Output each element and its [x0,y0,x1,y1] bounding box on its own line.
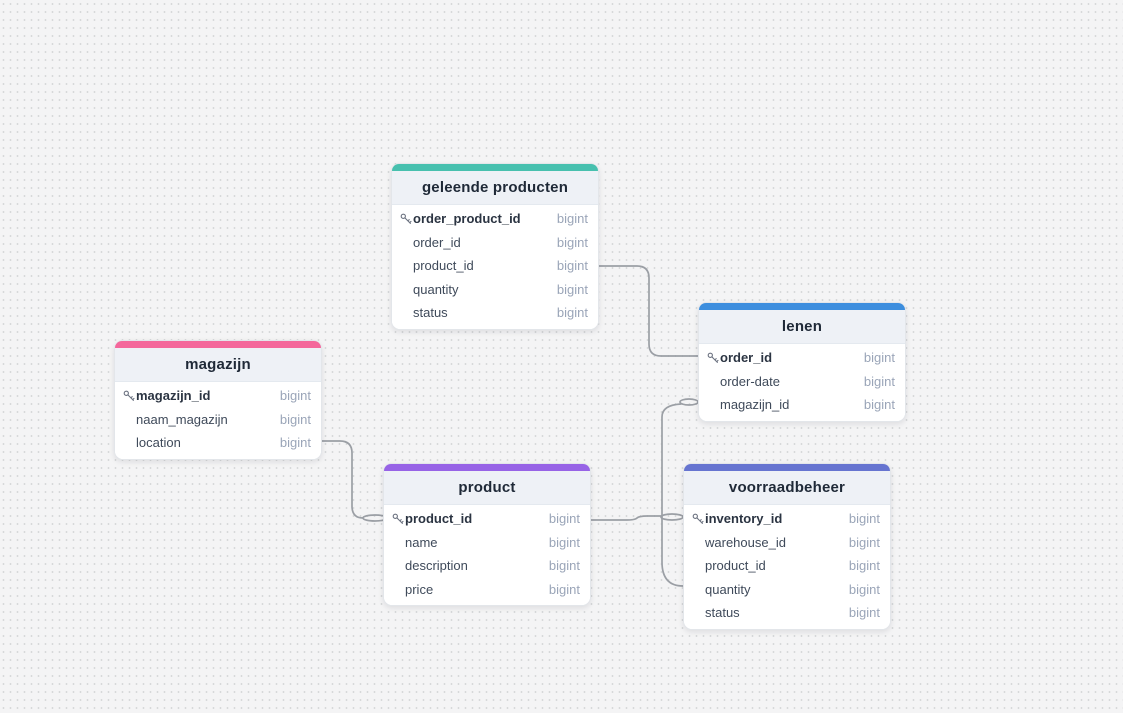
field-type: bigint [548,581,580,597]
relationship-line-geleende-producten-to-lenen[interactable] [598,265,699,357]
field-type: bigint [548,558,580,574]
field-type: bigint [548,511,580,527]
field-name: order_product_id [413,211,521,227]
field-row[interactable]: warehouse_id bigint [684,531,890,555]
field-type: bigint [279,435,311,451]
table-rows: magazijn_id bigint naam_magazijn bigint … [115,382,321,459]
primary-key-icon [123,390,136,402]
table-geleende-producten[interactable]: geleende producten order_product_id bigi… [391,163,599,330]
table-accent-strip [699,303,905,310]
field-name: description [405,558,468,574]
field-row[interactable]: quantity bigint [392,278,598,302]
table-title: magazijn [185,356,251,373]
field-name: status [705,605,740,621]
field-name: warehouse_id [705,534,786,550]
field-row[interactable]: order_id bigint [699,346,905,370]
field-row[interactable]: naam_magazijn bigint [115,408,321,432]
field-name: magazijn_id [720,397,790,413]
field-name: product_id [705,558,766,574]
field-row[interactable]: name bigint [384,531,590,555]
table-lenen[interactable]: lenen order_id bigint order-date bigint [698,302,906,422]
field-type: bigint [556,234,588,250]
relationship-line-product-to-voorraadbeheer[interactable] [590,515,662,521]
field-name: inventory_id [705,511,783,527]
field-name: location [136,435,181,451]
field-row[interactable]: product_id bigint [392,254,598,278]
table-magazijn[interactable]: magazijn magazijn_id bigint naam_magazij… [114,340,322,460]
relationship-loop-lenen-to-voorraadbeheer[interactable] [679,398,699,406]
table-title: lenen [781,318,823,335]
field-name: status [413,305,448,321]
field-name: quantity [705,581,751,597]
field-name: order_id [413,234,461,250]
relationship-line-lenen-to-voorraadbeheer[interactable] [661,403,684,587]
field-row[interactable]: magazijn_id bigint [115,384,321,408]
field-name: product_id [413,258,474,274]
field-row[interactable]: quantity bigint [684,578,890,602]
table-title: geleende producten [421,179,569,196]
table-title: voorraadbeheer [728,479,846,496]
field-row[interactable]: inventory_id bigint [684,507,890,531]
primary-key-icon [400,213,413,225]
table-accent-strip [115,341,321,348]
field-type: bigint [556,305,588,321]
field-name: order_id [720,350,773,366]
primary-key-icon [692,513,705,525]
field-name: magazijn_id [136,388,211,404]
field-row[interactable]: price bigint [384,578,590,602]
field-type: bigint [863,373,895,389]
field-type: bigint [848,534,880,550]
field-type: bigint [556,281,588,297]
table-header[interactable]: geleende producten [392,171,598,205]
table-accent-strip [684,464,890,471]
table-accent-strip [384,464,590,471]
table-rows: inventory_id bigint warehouse_id bigint … [684,505,890,629]
field-type: bigint [863,350,895,366]
field-name: order-date [720,373,780,389]
table-header[interactable]: magazijn [115,348,321,382]
field-name: name [405,534,438,550]
table-header[interactable]: voorraadbeheer [684,471,890,505]
field-type: bigint [279,411,311,427]
field-row[interactable]: product_id bigint [384,507,590,531]
field-type: bigint [279,388,311,404]
field-name: product_id [405,511,473,527]
field-row[interactable]: location bigint [115,431,321,455]
field-row[interactable]: product_id bigint [684,554,890,578]
field-name: quantity [413,281,459,297]
table-voorraadbeheer[interactable]: voorraadbeheer inventory_id bigint wareh… [683,463,891,630]
table-title: product [458,479,516,496]
field-type: bigint [848,511,880,527]
primary-key-icon [392,513,405,525]
field-name: price [405,581,434,597]
field-type: bigint [548,534,580,550]
field-row[interactable]: magazijn_id bigint [699,393,905,417]
table-rows: order_id bigint order-date bigint magazi… [699,344,905,421]
table-product[interactable]: product product_id bigint name bigint [383,463,591,606]
relationship-line-magazijn-to-product[interactable] [320,440,364,519]
table-rows: product_id bigint name bigint descriptio… [384,505,590,605]
field-name: naam_magazijn [136,411,228,427]
field-type: bigint [848,605,880,621]
field-row[interactable]: order_id bigint [392,231,598,255]
table-rows: order_product_id bigint order_id bigint … [392,205,598,329]
field-type: bigint [848,581,880,597]
relationship-loop-product-to-voorraadbeheer[interactable] [660,513,684,521]
field-row[interactable]: order-date bigint [699,370,905,394]
field-row[interactable]: status bigint [684,601,890,625]
table-accent-strip [392,164,598,171]
field-type: bigint [863,397,895,413]
primary-key-icon [707,352,720,364]
field-type: bigint [848,558,880,574]
field-row[interactable]: status bigint [392,301,598,325]
field-type: bigint [556,258,588,274]
table-header[interactable]: lenen [699,310,905,344]
field-row[interactable]: description bigint [384,554,590,578]
field-row[interactable]: order_product_id bigint [392,207,598,231]
field-type: bigint [556,211,588,227]
table-header[interactable]: product [384,471,590,505]
